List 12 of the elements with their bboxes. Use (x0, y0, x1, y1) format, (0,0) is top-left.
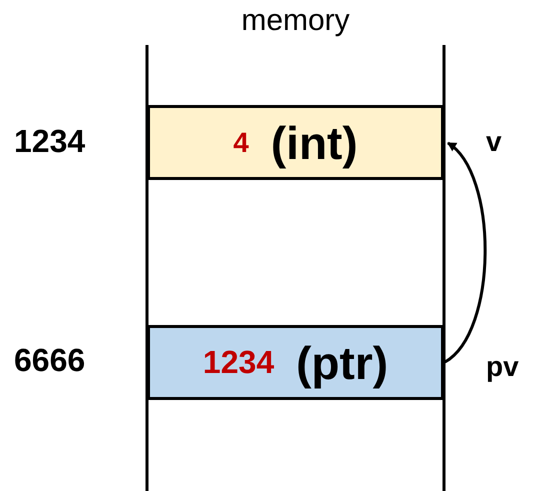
type-label: (int) (270, 116, 358, 170)
address-label: 6666 (14, 342, 86, 379)
pointer-arrow (444, 142, 487, 364)
stored-value: 1234 (202, 344, 274, 381)
int-memory-cell (147, 105, 444, 180)
address-label: 1234 (14, 123, 86, 160)
memory-heading: memory (240, 4, 351, 38)
stored-value: 4 (233, 126, 249, 158)
variable-name: pv (486, 351, 519, 383)
pointer-memory-cell (147, 325, 444, 400)
variable-name: v (486, 126, 502, 158)
type-label: (ptr) (296, 336, 388, 390)
